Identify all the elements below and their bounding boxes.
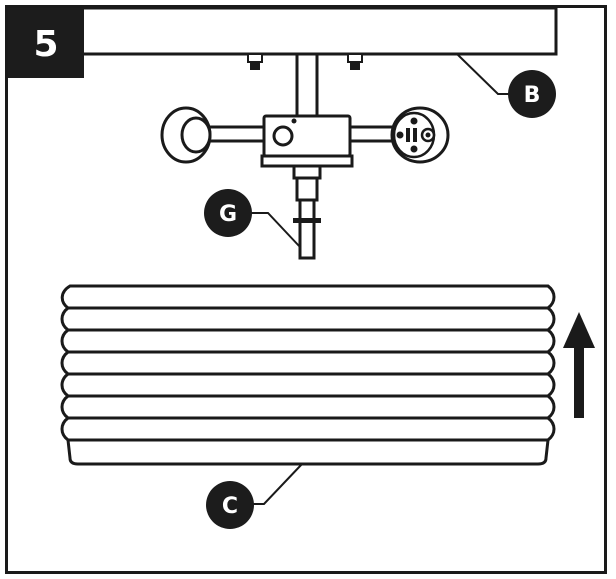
step-badge: 5 [8,8,84,78]
mounting-nut-right [347,53,363,70]
callout-b: B [456,53,556,118]
callout-b-label: B [524,83,541,108]
lamp-socket [390,106,450,164]
callout-g: G [204,189,301,248]
callout-c: C [206,463,303,529]
down-rod [295,52,319,118]
callout-g-label: G [219,202,237,227]
lamp-shade-c [60,284,556,466]
left-arm-end-cap [160,106,212,164]
callout-c-label: C [222,494,238,519]
mounting-nut-left [247,53,263,70]
ceiling-plate [6,6,558,56]
arrow-up-icon [563,312,595,418]
step-number: 5 [33,24,58,65]
center-hub [260,114,354,168]
threaded-rod-g [292,164,322,260]
